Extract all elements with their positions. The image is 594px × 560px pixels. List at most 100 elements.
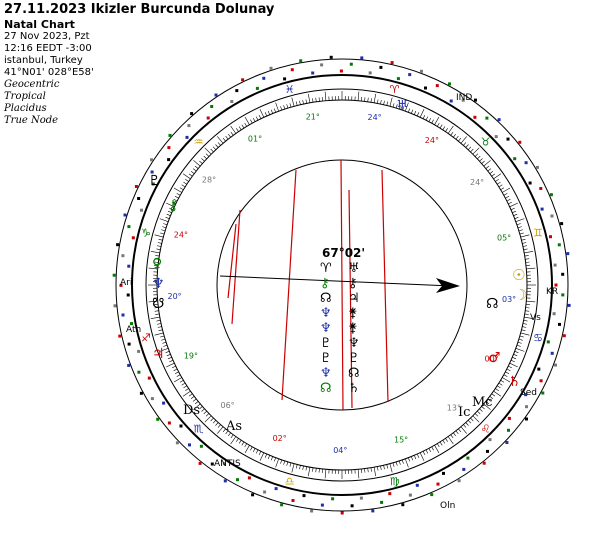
outer-mark — [549, 193, 553, 197]
degree-tick — [183, 181, 187, 185]
zodiac-sign-icon: ♐ — [141, 332, 151, 345]
outer-mark — [462, 467, 466, 471]
degree-tick — [485, 165, 490, 169]
outer-mark — [561, 293, 565, 297]
outer-mark — [442, 471, 445, 475]
degree-tick — [373, 467, 376, 477]
degree-tick — [525, 304, 531, 306]
outer-mark — [131, 236, 135, 240]
degree-label: 01° — [248, 134, 262, 143]
degree-tick — [156, 320, 161, 322]
degree-tick — [250, 446, 253, 451]
zodiac-sign-icon: ♉ — [481, 136, 491, 149]
option-geocentric: Geocentric — [4, 79, 60, 90]
degree-tick — [291, 97, 295, 107]
outer-mark — [540, 207, 544, 211]
outer-mark — [199, 444, 203, 448]
degree-tick — [192, 398, 197, 402]
degree-tick — [377, 99, 379, 104]
chart-place: istanbul, Turkey — [4, 55, 83, 66]
outer-mark — [140, 208, 143, 212]
degree-tick — [157, 323, 162, 325]
degree-label: 02° — [273, 434, 287, 443]
stack-symbol-icon: ☊ — [320, 381, 332, 396]
outer-mark — [552, 312, 556, 316]
degree-tick — [280, 106, 283, 111]
outer-mark — [368, 71, 372, 75]
axis-arrow-head — [436, 278, 460, 293]
degree-tick — [275, 102, 279, 112]
degree-tick — [497, 181, 501, 185]
degree-tick — [203, 155, 207, 160]
outer-mark — [291, 499, 295, 502]
degree-tick — [389, 463, 393, 473]
degree-tick — [370, 467, 372, 472]
outer-mark — [497, 118, 501, 122]
degree-tick — [508, 201, 513, 205]
outer-label: Sed — [520, 388, 537, 398]
degree-tick — [512, 210, 517, 213]
degree-tick — [450, 131, 454, 136]
degree-tick — [274, 457, 276, 462]
outer-mark — [340, 511, 344, 515]
degree-tick — [324, 469, 327, 479]
degree-tick — [156, 248, 161, 250]
outer-mark — [137, 349, 141, 353]
degree-tick — [477, 155, 481, 160]
degree-tick — [199, 406, 203, 410]
degree-tick — [192, 168, 197, 172]
degree-tick — [241, 124, 245, 129]
outer-mark — [214, 93, 218, 97]
chart-header: 27.11.2023 Ikizler Burcunda Dolunay Nata… — [4, 2, 304, 127]
degree-tick — [392, 462, 395, 467]
degree-tick — [199, 160, 203, 164]
degree-tick — [217, 426, 224, 434]
degree-tick — [308, 467, 311, 477]
degree-tick — [526, 300, 536, 303]
degree-tick — [481, 406, 485, 410]
degree-tick — [217, 424, 221, 428]
degree-tick — [502, 377, 511, 383]
degree-label: 24° — [368, 113, 382, 122]
outer-mark — [162, 401, 166, 405]
degree-tick — [201, 408, 205, 412]
outer-mark — [283, 77, 287, 81]
degree-tick — [522, 242, 527, 244]
degree-tick — [228, 133, 231, 138]
degree-label: 06° — [221, 401, 235, 410]
degree-tick — [182, 173, 191, 180]
aspect-line — [340, 159, 344, 411]
degree-tick — [463, 142, 467, 146]
outer-mark — [150, 170, 154, 174]
degree-tick — [158, 329, 163, 331]
degree-tick — [408, 457, 410, 462]
outer-mark — [236, 478, 239, 482]
degree-tick — [503, 374, 508, 377]
outer-mark — [524, 161, 528, 165]
degree-tick — [522, 326, 527, 328]
degree-tick — [296, 464, 298, 469]
outer-mark — [137, 370, 141, 374]
degree-tick — [519, 335, 524, 338]
degree-label: 03° — [502, 295, 516, 304]
degree-tick — [158, 239, 163, 241]
degree-tick — [447, 125, 454, 134]
degree-tick — [289, 103, 292, 108]
degree-tick — [455, 135, 459, 140]
degree-tick — [280, 459, 283, 464]
degree-tick — [176, 374, 181, 377]
degree-tick — [244, 122, 247, 127]
outer-mark — [408, 73, 412, 77]
degree-tick — [166, 213, 171, 216]
degree-tick — [434, 445, 440, 454]
degree-tick — [318, 468, 320, 473]
degree-tick — [467, 420, 472, 424]
outer-mark — [299, 59, 303, 63]
degree-tick — [321, 468, 323, 474]
zodiac-ring-outer — [131, 74, 553, 496]
outer-mark — [558, 322, 561, 326]
outer-mark — [390, 61, 394, 65]
degree-tick — [510, 207, 515, 211]
degree-tick — [383, 465, 385, 470]
